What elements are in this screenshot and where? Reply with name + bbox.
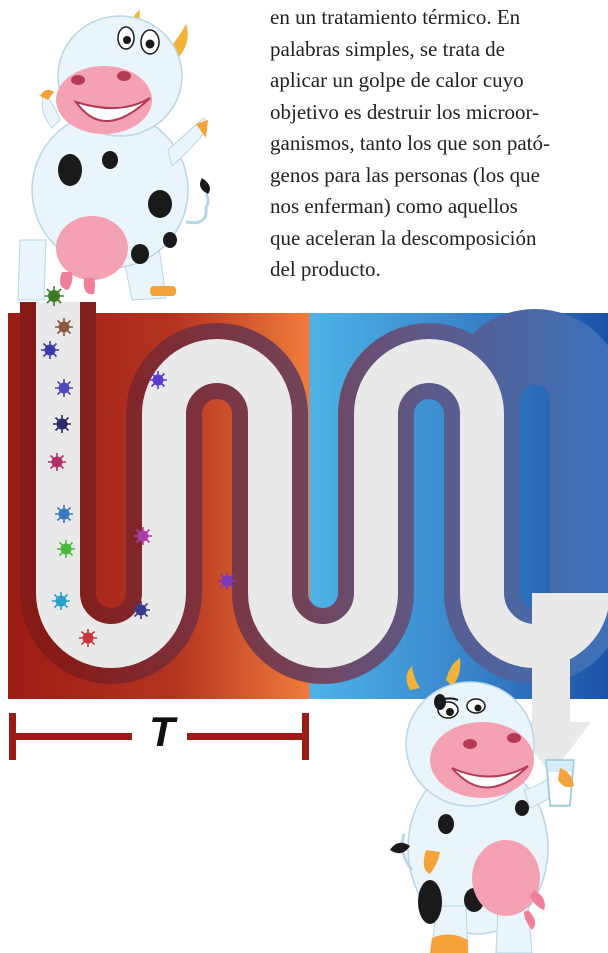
time-span-bar (9, 713, 309, 760)
heat-exchanger-tube-track (36, 302, 608, 668)
germ-icon (55, 505, 73, 523)
germ-icon (149, 371, 167, 389)
paragraph-line: que aceleran la descomposición (270, 225, 537, 250)
paragraph-line: palabras simples, se trata de (270, 36, 505, 61)
time-label: T (149, 708, 175, 755)
paragraph-line: genos para las personas (los que (270, 162, 541, 187)
microorganisms (41, 286, 236, 647)
paragraph-line: objetivo es destruir los microor- (270, 99, 540, 124)
germ-icon (55, 318, 73, 336)
paragraph-line: nos enferman) como aquellos (270, 194, 518, 218)
exit-pipe (532, 593, 570, 723)
paragraph-line: en un tratamiento térmico. En (270, 5, 521, 29)
paragraph-line: ganismos, tanto los que son pató- (270, 131, 550, 155)
germ-icon (79, 629, 97, 647)
germ-icon (134, 527, 152, 545)
germ-icon (48, 453, 66, 471)
paragraph-line: del producto. (270, 257, 381, 281)
germ-icon (132, 601, 150, 619)
paragraph: en un tratamiento térmico. En palabras s… (270, 2, 595, 286)
germ-icon (53, 415, 71, 433)
germ-icon (57, 540, 75, 558)
germ-icon (218, 572, 236, 590)
germ-icon (52, 592, 70, 610)
paragraph-line: aplicar un golpe de calor cuyo (270, 68, 524, 92)
cow-illustration-bottom (390, 658, 575, 953)
germ-icon (55, 379, 73, 397)
cow-illustration-top (17, 10, 210, 301)
germ-icon (41, 341, 59, 359)
germ-icon (44, 286, 64, 306)
